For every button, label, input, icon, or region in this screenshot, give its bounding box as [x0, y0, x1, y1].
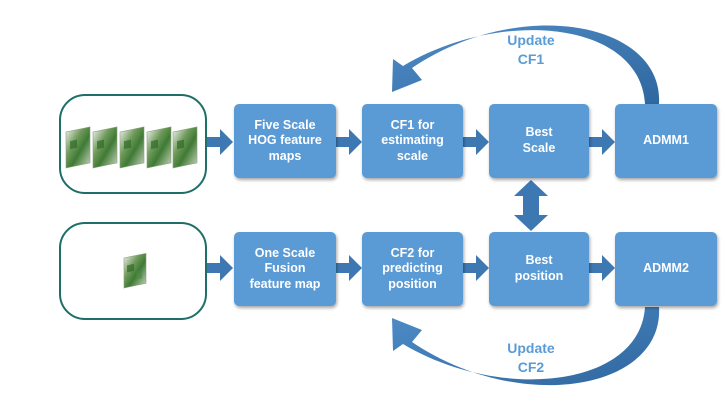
- admm2-box: ADMM2: [615, 232, 717, 306]
- arrow-fusion-to-cf2: [336, 255, 362, 281]
- single-image-patch-icon: [123, 252, 147, 289]
- hog-feature-maps-box: Five Scale HOG feature maps: [234, 104, 336, 178]
- arrow-input-to-hog: [207, 129, 233, 155]
- cf1-estimating-scale-box: CF1 for estimating scale: [362, 104, 463, 178]
- arrow-hog-to-cf1: [336, 129, 362, 155]
- best-scale-box: Best Scale: [489, 104, 589, 178]
- bidirectional-arrow: [514, 180, 548, 231]
- top-row-arrows: [207, 129, 615, 155]
- admm1-box: ADMM1: [615, 104, 717, 178]
- cf2-predicting-position-box: CF2 for predicting position: [362, 232, 463, 306]
- best-position-box: Best position: [489, 232, 589, 306]
- arrow-cf2-to-bestposition: [463, 255, 489, 281]
- five-image-patches-overlay: [65, 126, 198, 169]
- arrow-bestscale-to-admm1: [589, 129, 615, 155]
- bottom-row-arrows: [207, 255, 615, 281]
- arrow-cf1-to-bestscale: [463, 129, 489, 155]
- arrow-bestposition-to-admm2: [589, 255, 615, 281]
- update-cf2-label: Update CF2: [507, 340, 555, 375]
- arrow-input-to-fusion: [207, 255, 233, 281]
- fusion-feature-map-box: One Scale Fusion feature map: [234, 232, 336, 306]
- update-cf1-label: Update CF1: [507, 32, 555, 67]
